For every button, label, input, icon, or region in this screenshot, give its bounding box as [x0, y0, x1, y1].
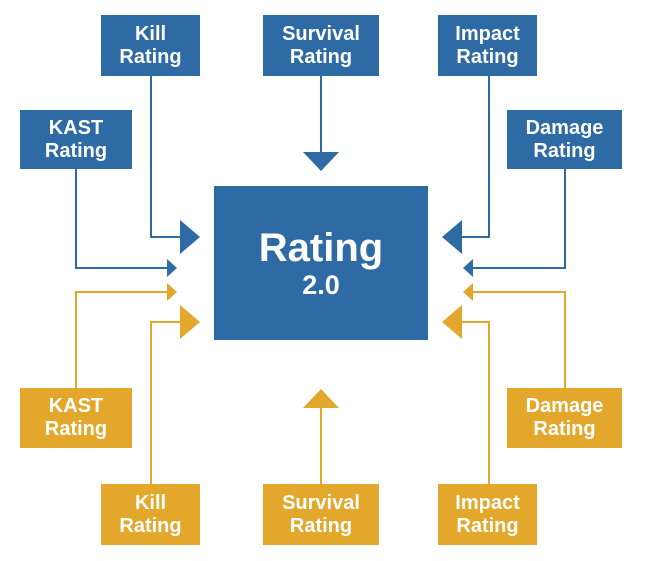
- center-title: Rating: [258, 226, 384, 270]
- bottom-kill-rating-box: Kill Rating: [101, 484, 200, 545]
- top-impact-rating-box: Impact Rating: [438, 15, 537, 76]
- connector-top-damage: [472, 169, 566, 269]
- top-survival-rating-box: Survival Rating: [263, 15, 379, 76]
- top-kast-rating-box: KAST Rating: [20, 110, 132, 169]
- arrow-bottom-kill: [180, 305, 200, 339]
- arrow-bottom-damage: [463, 283, 473, 301]
- top-impact-line1: Impact: [455, 22, 520, 45]
- arrow-top-kill: [180, 220, 200, 254]
- bottom-damage-rating-box: Damage Rating: [507, 388, 622, 448]
- top-kill-rating-box: Kill Rating: [101, 15, 200, 76]
- top-impact-line2: Rating: [456, 45, 519, 68]
- connector-bottom-impact: [462, 321, 490, 484]
- top-kill-line1: Kill: [134, 22, 167, 45]
- bottom-impact-line2: Rating: [456, 514, 519, 537]
- bottom-impact-rating-box: Impact Rating: [438, 484, 537, 545]
- top-kast-line2: Rating: [44, 139, 108, 162]
- bottom-damage-line2: Rating: [533, 418, 596, 440]
- top-damage-rating-box: Damage Rating: [507, 110, 622, 169]
- arrow-bottom-impact: [442, 305, 462, 339]
- bottom-impact-line1: Impact: [455, 491, 520, 514]
- connector-top-kill: [150, 76, 182, 238]
- center-rating-box: Rating 2.0: [214, 186, 428, 340]
- connector-bottom-damage: [472, 291, 566, 388]
- bottom-damage-line1: Damage: [525, 395, 604, 417]
- connector-bottom-kast: [75, 291, 168, 388]
- center-subtitle: 2.0: [302, 270, 340, 300]
- top-damage-line1: Damage: [525, 116, 604, 139]
- bottom-kast-line2: Rating: [44, 418, 108, 440]
- arrow-bottom-survival: [303, 389, 339, 408]
- top-damage-line2: Rating: [533, 139, 596, 162]
- connector-bottom-kill: [150, 321, 182, 484]
- top-survival-line2: Rating: [289, 45, 353, 68]
- bottom-kill-line1: Kill: [134, 491, 167, 514]
- bottom-survival-line1: Survival: [282, 491, 360, 514]
- bottom-kast-line1: KAST: [48, 395, 104, 417]
- top-survival-line1: Survival: [282, 22, 360, 45]
- bottom-survival-line2: Rating: [289, 514, 353, 537]
- bottom-kill-line2: Rating: [119, 514, 182, 537]
- arrow-bottom-kast: [167, 283, 177, 301]
- connector-top-impact: [462, 76, 490, 238]
- top-kast-line1: KAST: [48, 116, 104, 139]
- bottom-kast-rating-box: KAST Rating: [20, 388, 132, 448]
- arrow-top-kast: [167, 259, 177, 277]
- arrow-top-damage: [463, 259, 473, 277]
- bottom-survival-rating-box: Survival Rating: [263, 484, 379, 545]
- arrow-top-impact: [442, 220, 462, 254]
- connector-top-kast: [75, 169, 168, 269]
- top-kill-line2: Rating: [119, 45, 182, 68]
- arrow-top-survival: [303, 152, 339, 171]
